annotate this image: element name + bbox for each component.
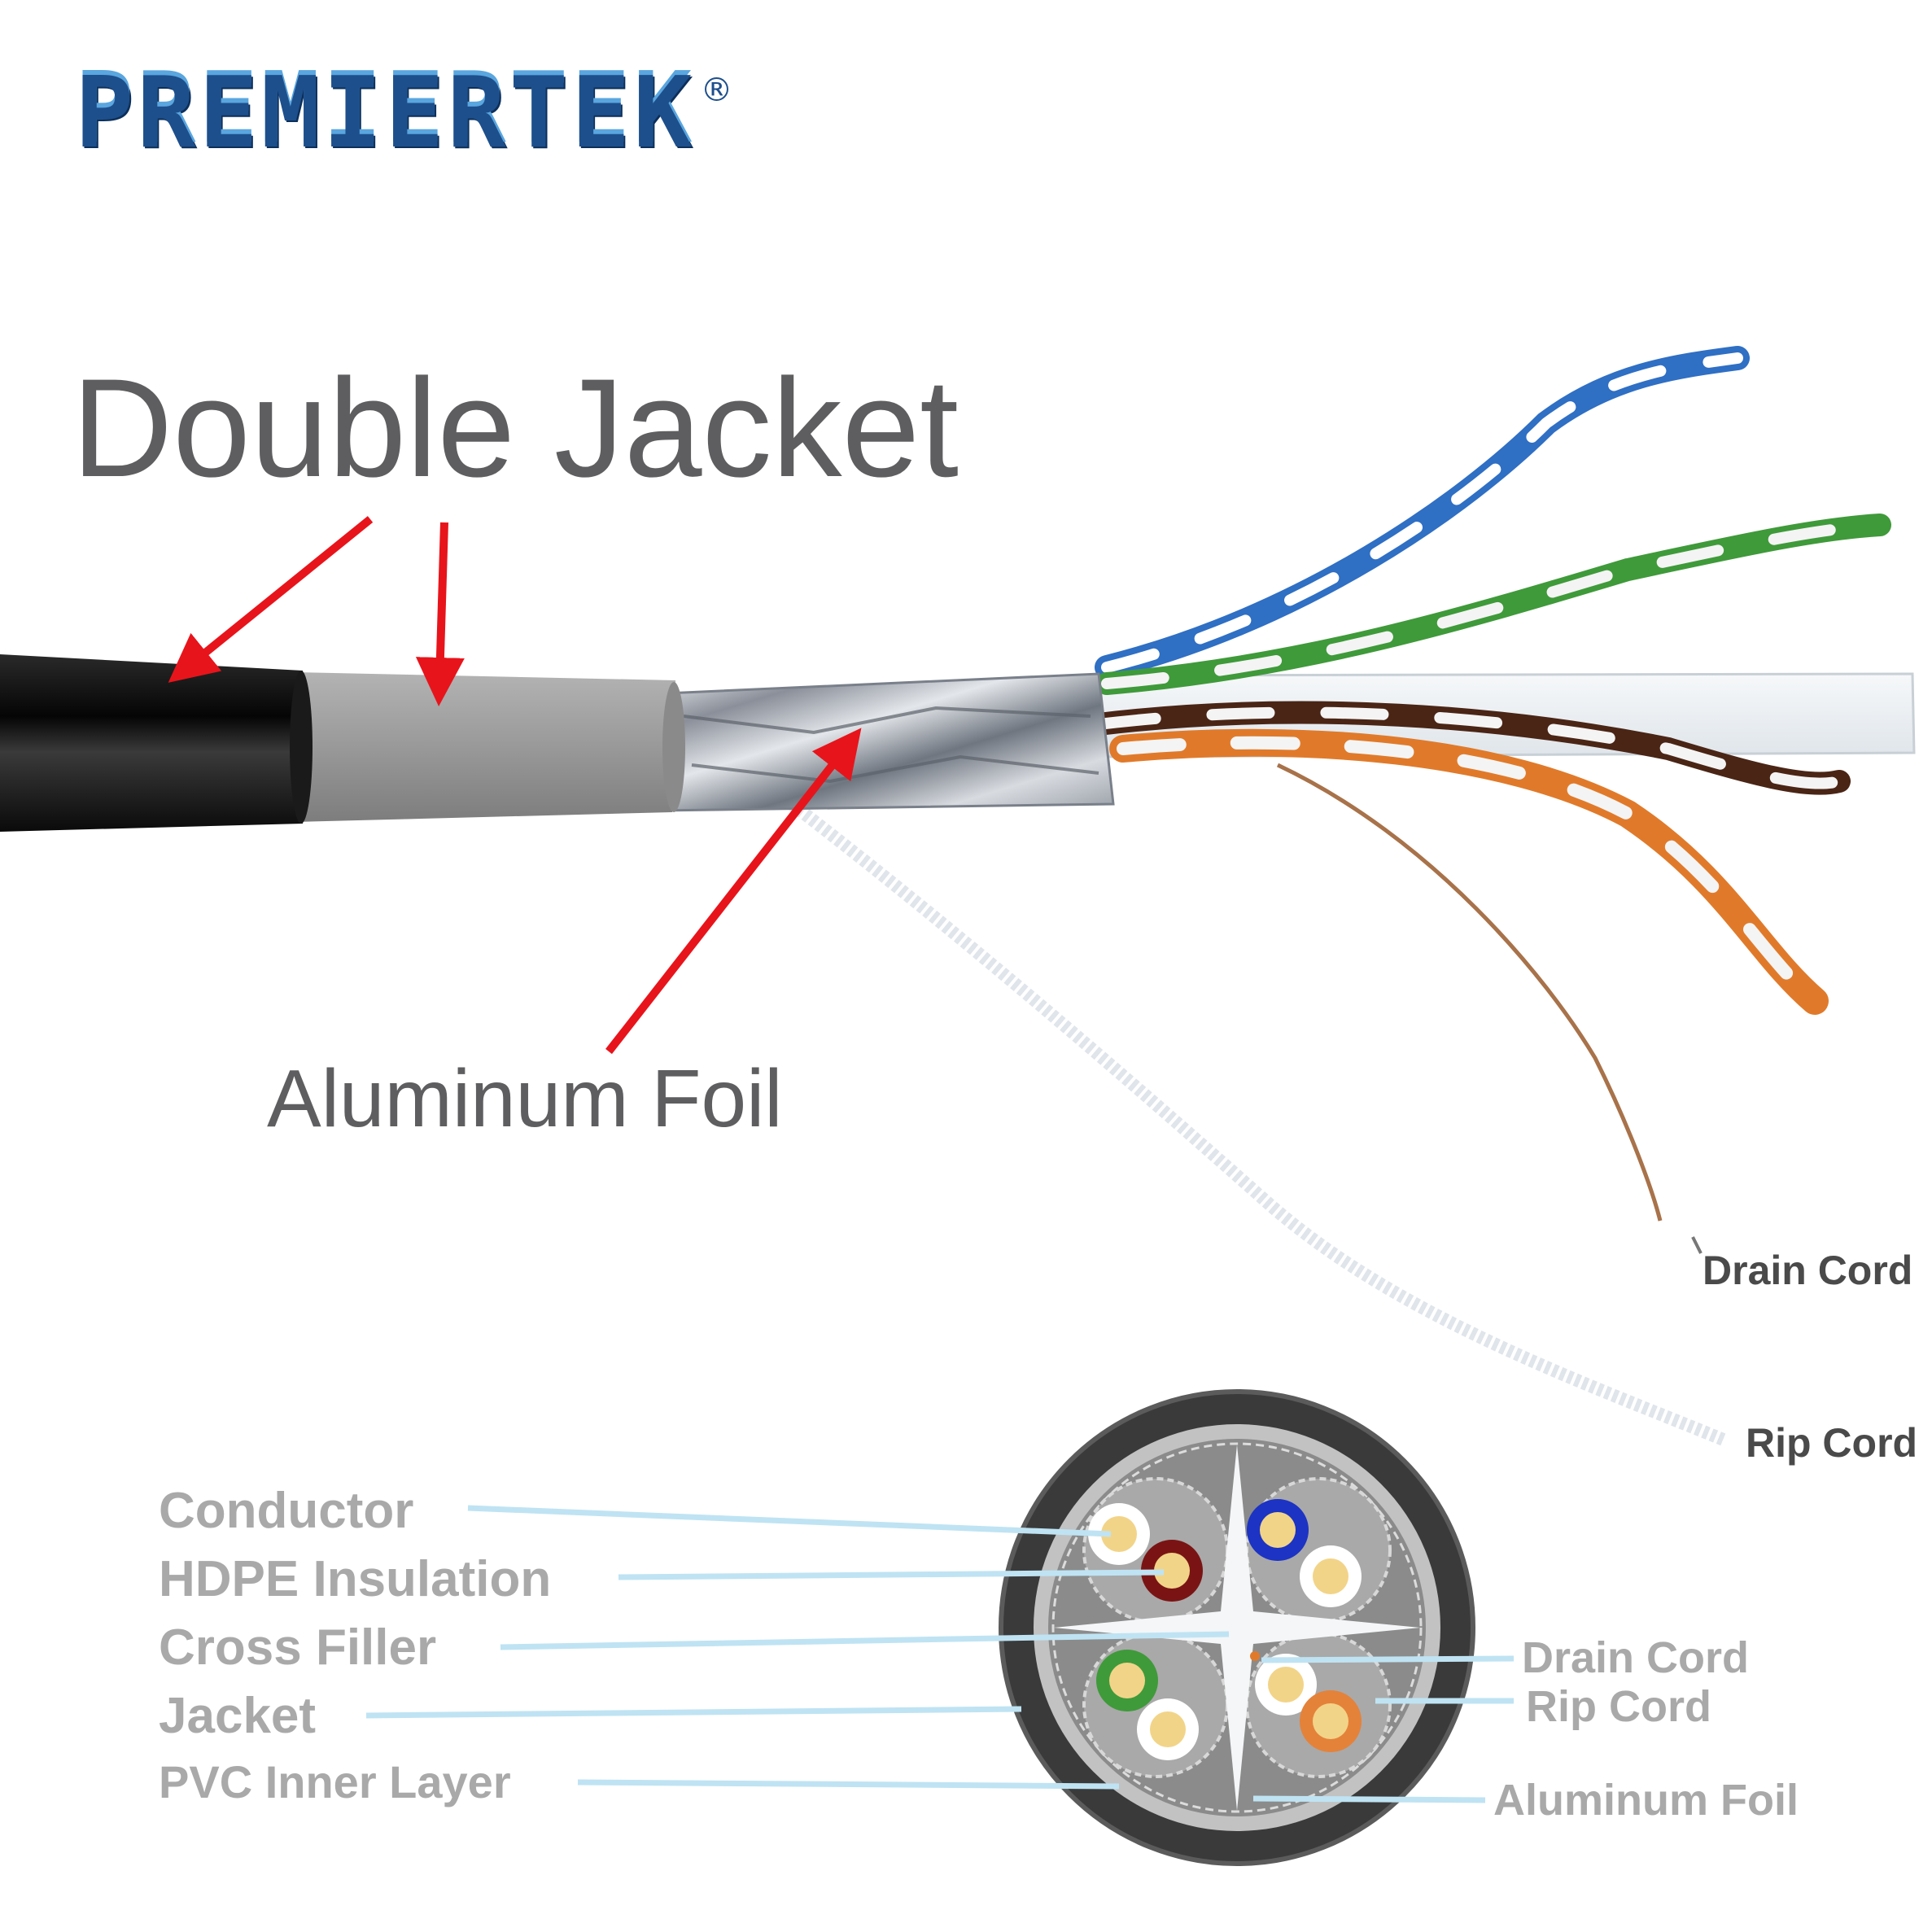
conductor: [1313, 1558, 1348, 1594]
leader-lines: [365, 1236, 1703, 1803]
arrow-aluminum-foil: [605, 728, 862, 1055]
logo-wordmark: PREMIERTEK: [75, 57, 696, 170]
conductor: [1101, 1516, 1137, 1552]
conductor: [1260, 1512, 1296, 1548]
outer-jacket: [0, 654, 303, 832]
drain-cord-strand: [1276, 763, 1663, 1222]
legend-drain-cord: Drain Cord: [1522, 1633, 1750, 1682]
blue-white-stripe: [1101, 352, 1743, 673]
red-arrows: [168, 516, 862, 1055]
inner-jacket-edge: [662, 682, 685, 812]
conductor: [1109, 1663, 1145, 1698]
jacket-texture: [999, 1389, 1475, 1866]
outer-jacket-edge: [290, 671, 313, 824]
conductor: [1268, 1667, 1304, 1703]
orange-pair: [1109, 728, 1829, 1015]
cable-side-view: [0, 346, 1916, 1447]
legend-aluminum-foil: Aluminum Foil: [1493, 1776, 1799, 1825]
brown-white-stripe: [1093, 706, 1845, 789]
legend-jacket: Jacket: [159, 1688, 317, 1744]
label-aluminum-foil-main: Aluminum Foil: [267, 1053, 783, 1144]
conductor: [1313, 1703, 1348, 1739]
label-rip-cord-side: Rip Cord: [1746, 1420, 1918, 1466]
premiertek-logo: PREMIERTEK ®: [75, 65, 732, 163]
inner-jacket: [295, 672, 675, 822]
legend-rip-cord: Rip Cord: [1526, 1682, 1711, 1731]
cross-filler: [1054, 1445, 1420, 1811]
orange-white-stripe: [1117, 736, 1821, 1008]
label-drain-cord-side: Drain Cord: [1703, 1248, 1913, 1293]
conductor: [1154, 1553, 1190, 1589]
registered-mark: ®: [700, 72, 733, 109]
foil-dash: [1051, 1442, 1423, 1813]
legend-cross-filler: Cross Filler: [159, 1619, 437, 1676]
drain-cord-dot: [1250, 1651, 1260, 1661]
rip-cord-strand: [737, 759, 1729, 1447]
headline-double-jacket: Double Jacket: [72, 350, 959, 506]
legend-pvc-inner-layer: PVC Inner Layer: [159, 1756, 511, 1807]
cross-section: [999, 1389, 1475, 1866]
green-white-stripe: [1101, 519, 1886, 689]
arrow-inner-jacket: [415, 522, 465, 706]
foil-shield: [659, 672, 1115, 812]
conductor: [1150, 1711, 1186, 1747]
legend-conductor: Conductor: [159, 1483, 414, 1539]
foil-wrinkles: [683, 706, 1099, 784]
arrow-outer-jacket: [168, 516, 374, 683]
legend-hdpe-insulation: HDPE Insulation: [159, 1551, 552, 1607]
